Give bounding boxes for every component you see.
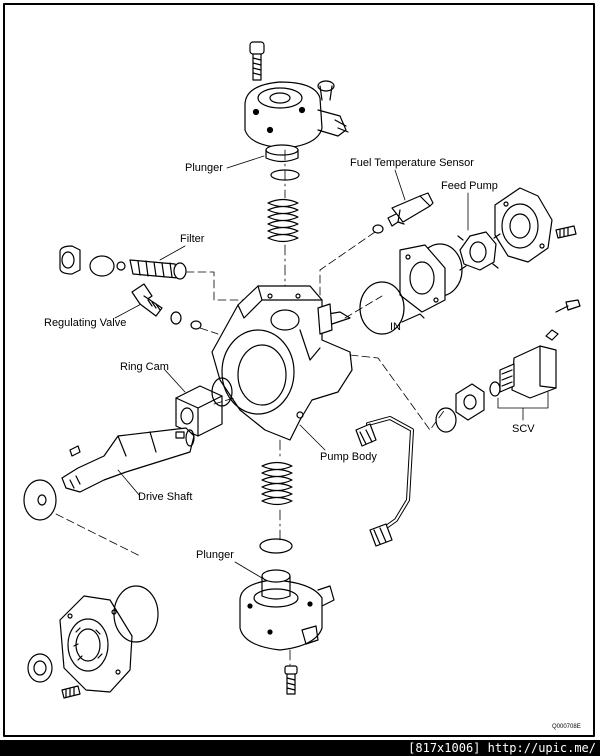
in-arrow	[401, 313, 425, 323]
top-plunger-icon	[265, 144, 299, 163]
image-host-footer: [817x1006] http://upic.me/	[0, 740, 600, 756]
feed-pump-bolt-icon	[555, 225, 577, 239]
regulating-valve-icon	[131, 283, 163, 317]
label-feed-pump: Feed Pump	[441, 180, 498, 192]
top-bolt-icon	[249, 41, 265, 81]
fuel-pipe-icon	[355, 416, 414, 547]
bottom-spring-icon	[261, 461, 293, 506]
label-scv: SCV	[512, 423, 535, 435]
label-regulating-valve: Regulating Valve	[44, 317, 126, 329]
ring-cam-icon	[175, 385, 223, 437]
label-pump-body: Pump Body	[320, 451, 377, 463]
leader-filter	[159, 245, 186, 261]
ringcam-dash-line	[213, 397, 235, 405]
drive-washer-icon	[23, 479, 57, 521]
bottom-o-ring-icon	[259, 538, 293, 554]
feed-dash-line	[344, 295, 383, 319]
drive-housing-o-ring-icon	[113, 585, 159, 643]
fuel-temp-sensor-icon	[387, 192, 434, 227]
bottom-plunger-housing-icon	[239, 569, 335, 651]
drive-housing-bolt-icon	[61, 685, 81, 699]
top-plunger-housing-icon	[244, 80, 349, 149]
leader-drive-shaft	[117, 469, 141, 497]
drive-shaft-icon	[61, 427, 195, 493]
scv-dash-line	[349, 354, 447, 431]
pump-body-fitting-icon	[317, 303, 333, 335]
ring-cam-washer-icon	[211, 377, 233, 407]
valve-o-ring-icon	[170, 311, 182, 325]
exploded-pump-diagram: Plunger Fuel Temperature Sensor Feed Pum…	[3, 3, 595, 737]
label-plunger-top: Plunger	[185, 162, 223, 174]
filter-o-ring-icon	[89, 255, 115, 277]
valve-small-ring-icon	[190, 320, 202, 330]
bottom-bolt-icon	[284, 665, 298, 695]
label-in: IN	[390, 321, 401, 333]
filter-dash-line	[185, 271, 249, 301]
leader-fuel-temp-sensor	[394, 169, 406, 201]
shaft-key-small-icon	[69, 445, 81, 457]
scv-large-o-ring-icon	[435, 407, 457, 433]
scv-valve-icon	[499, 329, 559, 399]
cover-plate-icon	[399, 244, 446, 313]
shaft-dash-line	[55, 513, 141, 557]
scv-o-ring-icon	[489, 381, 501, 397]
scv-bolt-icon	[555, 299, 581, 313]
scv-gasket-icon	[455, 383, 485, 421]
sensor-dash-line	[319, 231, 376, 296]
drive-key-icon	[175, 431, 185, 439]
sensor-o-ring-icon	[372, 224, 384, 234]
figure-code: Q000708E	[552, 724, 581, 730]
feed-pump-rotor-icon	[457, 231, 501, 271]
leader-ring-cam	[164, 369, 186, 393]
oil-seal-icon	[27, 653, 53, 683]
label-filter: Filter	[180, 233, 205, 245]
diagram-border	[3, 3, 595, 737]
leader-pump-body	[299, 424, 326, 451]
diagram-frame: Plunger Fuel Temperature Sensor Feed Pum…	[3, 3, 595, 737]
footer-link-text[interactable]: [817x1006] http://upic.me/	[408, 741, 596, 755]
label-plunger-bottom: Plunger	[196, 549, 234, 561]
filter-small-ring-icon	[116, 261, 126, 271]
label-ring-cam: Ring Cam	[120, 361, 169, 373]
leader-plunger-bottom	[234, 561, 263, 579]
label-drive-shaft: Drive Shaft	[138, 491, 192, 503]
filter-element-icon	[129, 259, 187, 280]
leader-plunger-top	[226, 155, 265, 169]
valve-dash-line	[199, 327, 219, 335]
drive-housing-icon	[59, 595, 133, 693]
pump-body-icon	[211, 285, 353, 441]
label-fuel-temp-sensor: Fuel Temperature Sensor	[350, 157, 474, 169]
top-spring-icon	[267, 198, 299, 243]
filter-cap-icon	[59, 245, 81, 275]
feed-pump-cover-icon	[494, 187, 553, 263]
cover-o-ring-icon	[359, 281, 405, 335]
